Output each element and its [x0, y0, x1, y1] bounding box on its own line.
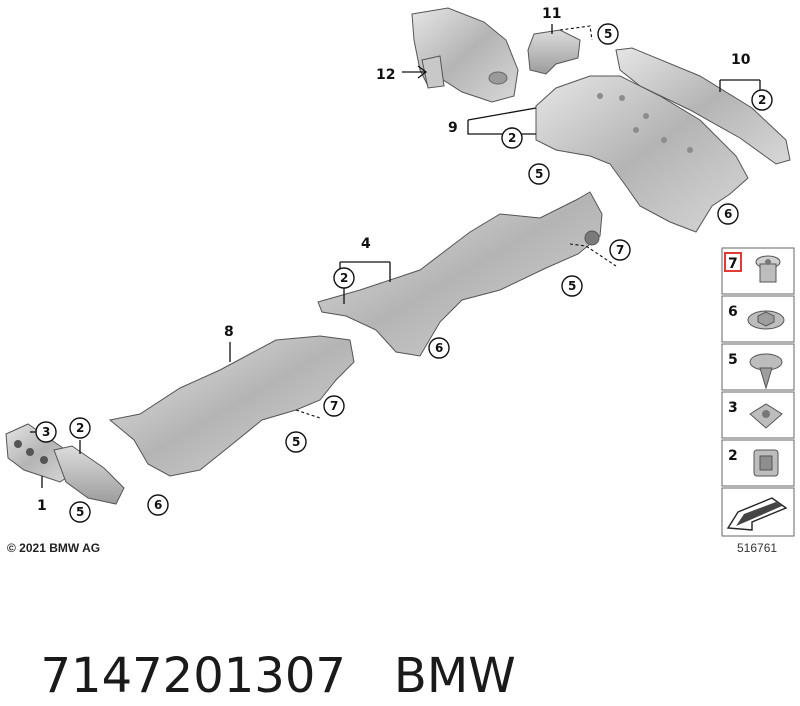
- ref-5-c: 5: [561, 275, 583, 297]
- ref-2-b: 2: [501, 127, 523, 149]
- label-12: 12: [376, 67, 395, 83]
- parts-diagram: 12 11 10 9 4 8 1 5 2 2 5 6 7 2 5 6 7 5 3…: [5, 6, 795, 537]
- svg-text:3: 3: [42, 425, 50, 439]
- ref-6-c: 6: [147, 494, 169, 516]
- svg-text:2: 2: [508, 131, 516, 145]
- label-4: 4: [361, 236, 371, 252]
- ref-2-c: 2: [333, 267, 355, 289]
- ref-6-a: 6: [717, 203, 739, 225]
- svg-text:5: 5: [568, 279, 576, 293]
- brand-name: BMW: [393, 648, 516, 704]
- label-10: 10: [731, 52, 751, 68]
- label-8: 8: [224, 324, 234, 340]
- ref-5-a: 5: [597, 23, 619, 45]
- ref-5-e: 5: [69, 501, 91, 523]
- legend-label-5: 5: [728, 352, 738, 368]
- clip-nut-icon: [755, 255, 781, 283]
- heat-shield-part-4: [317, 191, 603, 357]
- copyright-text: © 2021 BMW AG: [7, 541, 101, 555]
- ref-3-a: 3: [35, 421, 57, 443]
- ref-2-d: 2: [69, 417, 91, 439]
- svg-text:2: 2: [76, 421, 84, 435]
- legend-label-3: 3: [728, 400, 738, 416]
- ref-labels: 5 2 2 5 6 7 2 5 6 7 5 3 2 5 6: [35, 23, 773, 523]
- ref-5-b: 5: [528, 163, 550, 185]
- legend-label-6: 6: [728, 304, 738, 320]
- heat-shield-part-8: [108, 335, 355, 477]
- part-number: 7147201307: [40, 648, 346, 704]
- svg-text:5: 5: [292, 435, 300, 449]
- svg-text:7: 7: [616, 243, 624, 257]
- svg-text:6: 6: [435, 341, 443, 355]
- spring-clip-icon: [753, 449, 779, 477]
- heat-shield-part-10: [615, 47, 791, 165]
- fastener-legend: 7 6 5 3 2: [721, 247, 795, 537]
- ref-5-d: 5: [285, 431, 307, 453]
- heat-shield-part-1b: [53, 445, 125, 505]
- ref-7-b: 7: [323, 395, 345, 417]
- leader-lines: [30, 24, 761, 488]
- ref-2-a: 2: [751, 89, 773, 111]
- bracket-part-11: [527, 29, 581, 75]
- part-labels: 12 11 10 9 4 8 1: [37, 6, 751, 514]
- flange-nut-icon: [747, 310, 785, 330]
- legend-highlight: [724, 252, 742, 272]
- label-11: 11: [542, 6, 561, 22]
- ref-7-a: 7: [609, 239, 631, 261]
- svg-text:7: 7: [330, 399, 338, 413]
- legend-label-2: 2: [728, 448, 738, 464]
- svg-text:5: 5: [604, 27, 612, 41]
- legend-label-7: 7: [728, 256, 738, 272]
- svg-text:5: 5: [535, 167, 543, 181]
- diagram-id: 516761: [737, 541, 778, 555]
- direction-arrow-icon: [726, 497, 788, 531]
- heat-shield-part-9: [535, 75, 749, 233]
- caption: 7147201307 BMW: [10, 586, 516, 706]
- svg-text:5: 5: [76, 505, 84, 519]
- svg-text:2: 2: [758, 93, 766, 107]
- svg-text:2: 2: [340, 271, 348, 285]
- label-1: 1: [37, 498, 47, 514]
- svg-text:6: 6: [724, 207, 732, 221]
- ref-6-b: 6: [428, 337, 450, 359]
- screw-icon: [749, 353, 783, 390]
- label-9: 9: [448, 120, 458, 136]
- svg-text:6: 6: [154, 498, 162, 512]
- cage-nut-icon: [749, 403, 783, 429]
